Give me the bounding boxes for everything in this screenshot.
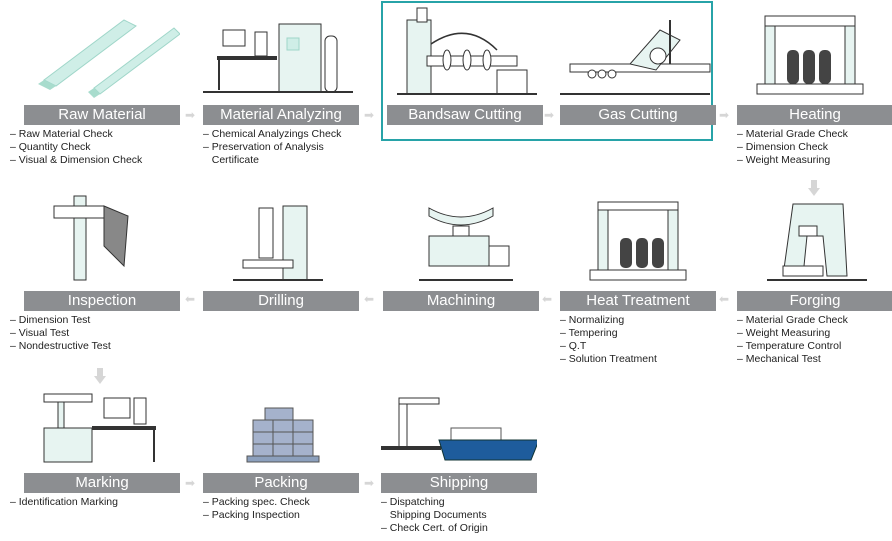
detail-item: – Preservation of Analysis — [203, 141, 324, 153]
step-label: Gas Cutting — [560, 105, 716, 125]
inspection-illustration — [24, 186, 180, 286]
raw-material-illustration — [24, 0, 180, 100]
detail-item: – Quantity Check — [10, 141, 91, 153]
detail-item: Shipping Documents — [381, 509, 487, 521]
arrow-right-icon: ➡ — [184, 476, 196, 490]
detail-item: – Check Cert. of Origin — [381, 522, 488, 534]
step-label: Shipping — [381, 473, 537, 493]
step-details: – Packing spec. Check – Packing Inspecti… — [203, 496, 373, 522]
detail-item: – Visual Test — [10, 327, 70, 339]
step-label: Packing — [203, 473, 359, 493]
detail-item: – Visual & Dimension Check — [10, 154, 143, 166]
detail-item: – Dimension Check — [737, 141, 829, 153]
step-details: – Material Grade Check – Weight Measurin… — [737, 314, 892, 366]
packing-illustration — [203, 368, 359, 468]
step-details: – Dimension Test – Visual Test – Nondest… — [10, 314, 180, 353]
arrow-right-icon: ➡ — [543, 108, 555, 122]
drilling-illustration — [203, 186, 359, 286]
detail-item: – Tempering — [560, 327, 618, 339]
arrow-left-icon: ⬅ — [363, 292, 375, 306]
detail-item: – Material Grade Check — [737, 128, 848, 140]
step-label: Heat Treatment — [560, 291, 716, 311]
step-label: Heating — [737, 105, 892, 125]
detail-item: – Temperature Control — [737, 340, 842, 352]
detail-item: – Material Grade Check — [737, 314, 848, 326]
arrow-left-icon: ⬅ — [718, 292, 730, 306]
step-details: – Raw Material Check – Quantity Check – … — [10, 128, 180, 167]
material-analyzing-illustration — [203, 0, 359, 100]
step-label: Inspection — [24, 291, 180, 311]
step-details: – Normalizing – Tempering – Q.T – Soluti… — [560, 314, 730, 366]
heat-treatment-illustration — [560, 186, 716, 286]
detail-item: – Q.T — [560, 340, 587, 352]
step-label: Material Analyzing — [203, 105, 359, 125]
arrow-right-icon: ➡ — [363, 108, 375, 122]
step-details: – Chemical Analyzings Check – Preservati… — [203, 128, 373, 167]
arrow-right-icon: ➡ — [363, 476, 375, 490]
detail-item: – Nondestructive Test — [10, 340, 111, 352]
forging-illustration — [737, 186, 892, 286]
step-details: – Material Grade Check – Dimension Check… — [737, 128, 892, 167]
detail-item: – Dispatching — [381, 496, 445, 508]
detail-item: – Raw Material Check — [10, 128, 113, 140]
step-label: Bandsaw Cutting — [387, 105, 543, 125]
step-label: Drilling — [203, 291, 359, 311]
arrow-right-icon: ➡ — [718, 108, 730, 122]
shipping-illustration — [381, 368, 537, 468]
step-label: Raw Material — [24, 105, 180, 125]
step-label: Machining — [383, 291, 539, 311]
detail-item: – Identification Marking — [10, 496, 118, 508]
bandsaw-illustration — [387, 0, 543, 100]
machining-illustration — [383, 186, 539, 286]
detail-item: – Weight Measuring — [737, 154, 831, 166]
detail-item: – Packing spec. Check — [203, 496, 310, 508]
detail-item: – Dimension Test — [10, 314, 91, 326]
cutting-highlight-box — [381, 1, 713, 141]
detail-item: – Normalizing — [560, 314, 625, 326]
detail-item: Certificate — [203, 154, 260, 166]
step-label: Marking — [24, 473, 180, 493]
arrow-left-icon: ⬅ — [184, 292, 196, 306]
marking-illustration — [24, 368, 180, 468]
step-details: – Identification Marking — [10, 496, 180, 509]
gas-cutting-illustration — [560, 0, 716, 100]
step-details: – Dispatching Shipping Documents – Check… — [381, 496, 551, 535]
arrow-down-icon — [808, 180, 820, 196]
detail-item: – Packing Inspection — [203, 509, 300, 521]
arrow-right-icon: ➡ — [184, 108, 196, 122]
heating-illustration — [737, 0, 892, 100]
detail-item: – Solution Treatment — [560, 353, 657, 365]
step-label: Forging — [737, 291, 892, 311]
arrow-down-icon — [94, 368, 106, 384]
detail-item: – Mechanical Test — [737, 353, 821, 365]
detail-item: – Chemical Analyzings Check — [203, 128, 342, 140]
detail-item: – Weight Measuring — [737, 327, 831, 339]
arrow-left-icon: ⬅ — [541, 292, 553, 306]
